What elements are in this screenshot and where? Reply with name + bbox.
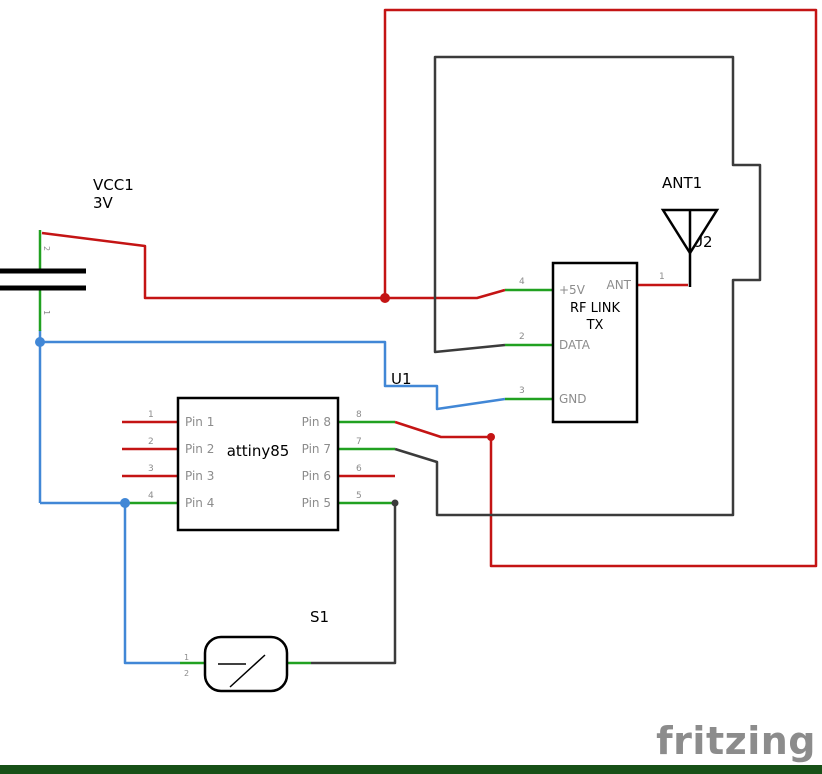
rf-gnd-label: GND xyxy=(559,392,587,406)
switch-lever xyxy=(229,654,266,688)
mcu-pin8-number: 8 xyxy=(356,410,362,420)
junction-red-pin8 xyxy=(487,433,495,441)
mcu-body xyxy=(176,396,340,532)
mcu-pin4-number: 4 xyxy=(148,491,154,501)
mcu-pin1-number: 1 xyxy=(148,410,154,420)
battery-vcc1: VCC1 3V 2 1 xyxy=(0,176,134,331)
rf-module-body xyxy=(551,261,639,424)
mcu-pin4-label: Pin 4 xyxy=(185,496,214,510)
mcu-name-label: attiny85 xyxy=(227,442,290,460)
mcu-pin2-label: Pin 2 xyxy=(185,442,214,456)
wires xyxy=(38,8,818,665)
battery-ref-label: VCC1 xyxy=(93,176,134,194)
fritzing-watermark: fritzing xyxy=(656,719,816,763)
rf-title-line2: TX xyxy=(586,318,604,333)
antenna-ant1: ANT1 xyxy=(660,174,720,287)
junction-blue-pin4 xyxy=(120,498,130,508)
antenna-ref-label: ANT1 xyxy=(662,174,702,192)
rf-module: 4 2 3 1 +5V ANT DATA GND RF LINK TX U2 xyxy=(505,233,713,424)
rf-gnd-number: 3 xyxy=(519,386,525,396)
rf-ant-label: ANT xyxy=(606,278,631,292)
switch-ref-label: S1 xyxy=(310,608,329,626)
switch-pin-top-number: 1 xyxy=(184,653,189,662)
mcu-pin7-number: 7 xyxy=(356,437,362,447)
mcu-ref-label: U1 xyxy=(391,370,412,388)
mcu-pin6-number: 6 xyxy=(356,464,362,474)
mcu-attiny85: attiny85 U1 1 2 3 4 8 7 6 5 Pin 1 Pin 2 … xyxy=(122,370,412,532)
battery-pin-bottom-number: 1 xyxy=(42,310,51,315)
battery-value-label: 3V xyxy=(93,194,114,212)
mcu-pin1-label: Pin 1 xyxy=(185,415,214,429)
footer-green-bar xyxy=(0,765,822,774)
switch-pin-bottom-number: 2 xyxy=(184,669,189,678)
mcu-pin6-label: Pin 6 xyxy=(302,469,331,483)
rf-data-label: DATA xyxy=(559,338,591,352)
junction-black-pin5 xyxy=(391,499,399,507)
junction-dots xyxy=(35,293,495,508)
mcu-pin3-label: Pin 3 xyxy=(185,469,214,483)
rf-ant-number: 1 xyxy=(659,272,665,282)
mcu-pin5-label: Pin 5 xyxy=(302,496,331,510)
mcu-pin8-label: Pin 8 xyxy=(302,415,331,429)
wire-power-loop-red xyxy=(383,8,818,568)
rf-title-line1: RF LINK xyxy=(570,301,620,316)
switch-s1: S1 1 2 xyxy=(180,608,329,693)
wire-gnd-to-rfgnd-blue xyxy=(40,340,506,411)
junction-blue-battery xyxy=(35,337,45,347)
wire-data-to-pin7-black xyxy=(394,55,762,517)
wire-pin5-to-switch-black xyxy=(311,503,397,665)
rf-data-number: 2 xyxy=(519,332,525,342)
junction-red-power xyxy=(380,293,390,303)
battery-pin-top-number: 2 xyxy=(42,246,51,251)
wire-pin4-to-switch-blue xyxy=(123,503,180,665)
mcu-pin2-number: 2 xyxy=(148,437,154,447)
wire-battery-to-5v-red xyxy=(41,231,506,300)
rf-vcc-number: 4 xyxy=(519,277,525,287)
mcu-pin7-label: Pin 7 xyxy=(302,442,331,456)
mcu-pin3-number: 3 xyxy=(148,464,154,474)
mcu-pin5-number: 5 xyxy=(356,491,362,501)
rf-vcc-label: +5V xyxy=(559,283,586,297)
